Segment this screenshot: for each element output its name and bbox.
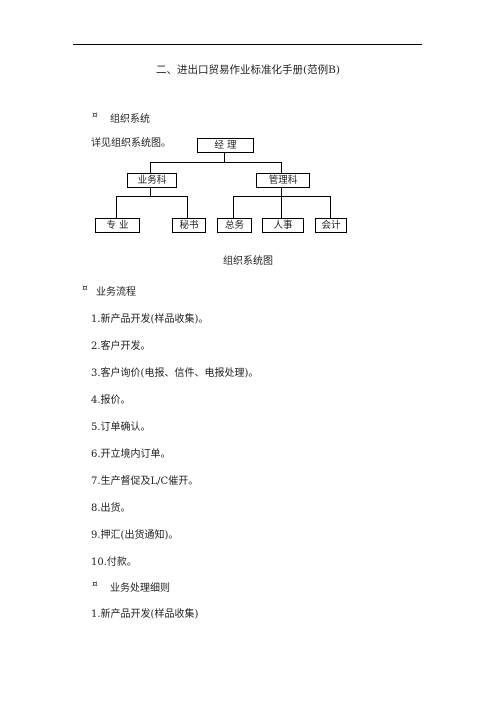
org-chart-connector	[281, 196, 282, 218]
section-heading-flow: 业务流程	[96, 287, 136, 298]
org-chart-caption: 组织系统图	[223, 256, 273, 267]
org-chart-connector	[281, 162, 282, 173]
org-box-specialist: 专 业	[95, 218, 140, 233]
list-item: 6.开立境内订单。	[91, 449, 171, 460]
list-item: 5.订单确认。	[91, 422, 151, 433]
org-chart-connector	[150, 162, 151, 173]
org-box-secretary: 秘书	[172, 218, 206, 233]
org-chart-connector	[281, 186, 282, 196]
list-item: 1.新产品开发(样品收集)	[91, 609, 199, 620]
org-chart-connector	[233, 196, 234, 218]
page-title: 二、进出口贸易作业标准化手册(范例B)	[156, 64, 340, 76]
org-chart-connector	[150, 186, 151, 196]
org-box-business: 业务科	[127, 173, 177, 188]
list-item: 2.客户开发。	[91, 341, 151, 352]
org-chart-connector	[116, 196, 188, 197]
bullet-icon: ¤	[82, 284, 88, 294]
org-intro-text: 详见组织系统图。	[91, 138, 171, 149]
org-box-admin: 管理科	[256, 173, 310, 188]
bullet-icon: ¤	[92, 580, 98, 590]
list-item: 3.客户询价(电报、信件、电报处理)。	[91, 368, 259, 379]
list-item: 8.出货。	[91, 503, 131, 514]
section-heading-org: 组织系统	[110, 114, 150, 125]
org-box-accounting: 会计	[315, 218, 347, 233]
org-chart-connector	[233, 196, 331, 197]
org-chart-connector	[150, 162, 282, 163]
org-chart-connector	[116, 196, 117, 218]
org-box-general: 总务	[217, 218, 252, 233]
org-box-personnel: 人事	[262, 218, 304, 233]
list-item: 9.押汇(出货通知)。	[91, 530, 179, 541]
list-item: 10.付款。	[91, 557, 137, 568]
list-item: 1.新产品开发(样品收集)。	[91, 314, 209, 325]
header-rule	[73, 44, 422, 45]
org-box-manager: 经 理	[197, 138, 254, 153]
bullet-icon: ¤	[92, 111, 98, 121]
list-item: 4.报价。	[91, 395, 131, 406]
section-heading-rules: 业务处理细则	[110, 583, 170, 594]
org-chart-connector	[187, 196, 188, 218]
org-chart-connector	[224, 151, 225, 163]
list-item: 7.生产督促及L/C催开。	[91, 476, 199, 487]
org-chart-connector	[330, 196, 331, 218]
